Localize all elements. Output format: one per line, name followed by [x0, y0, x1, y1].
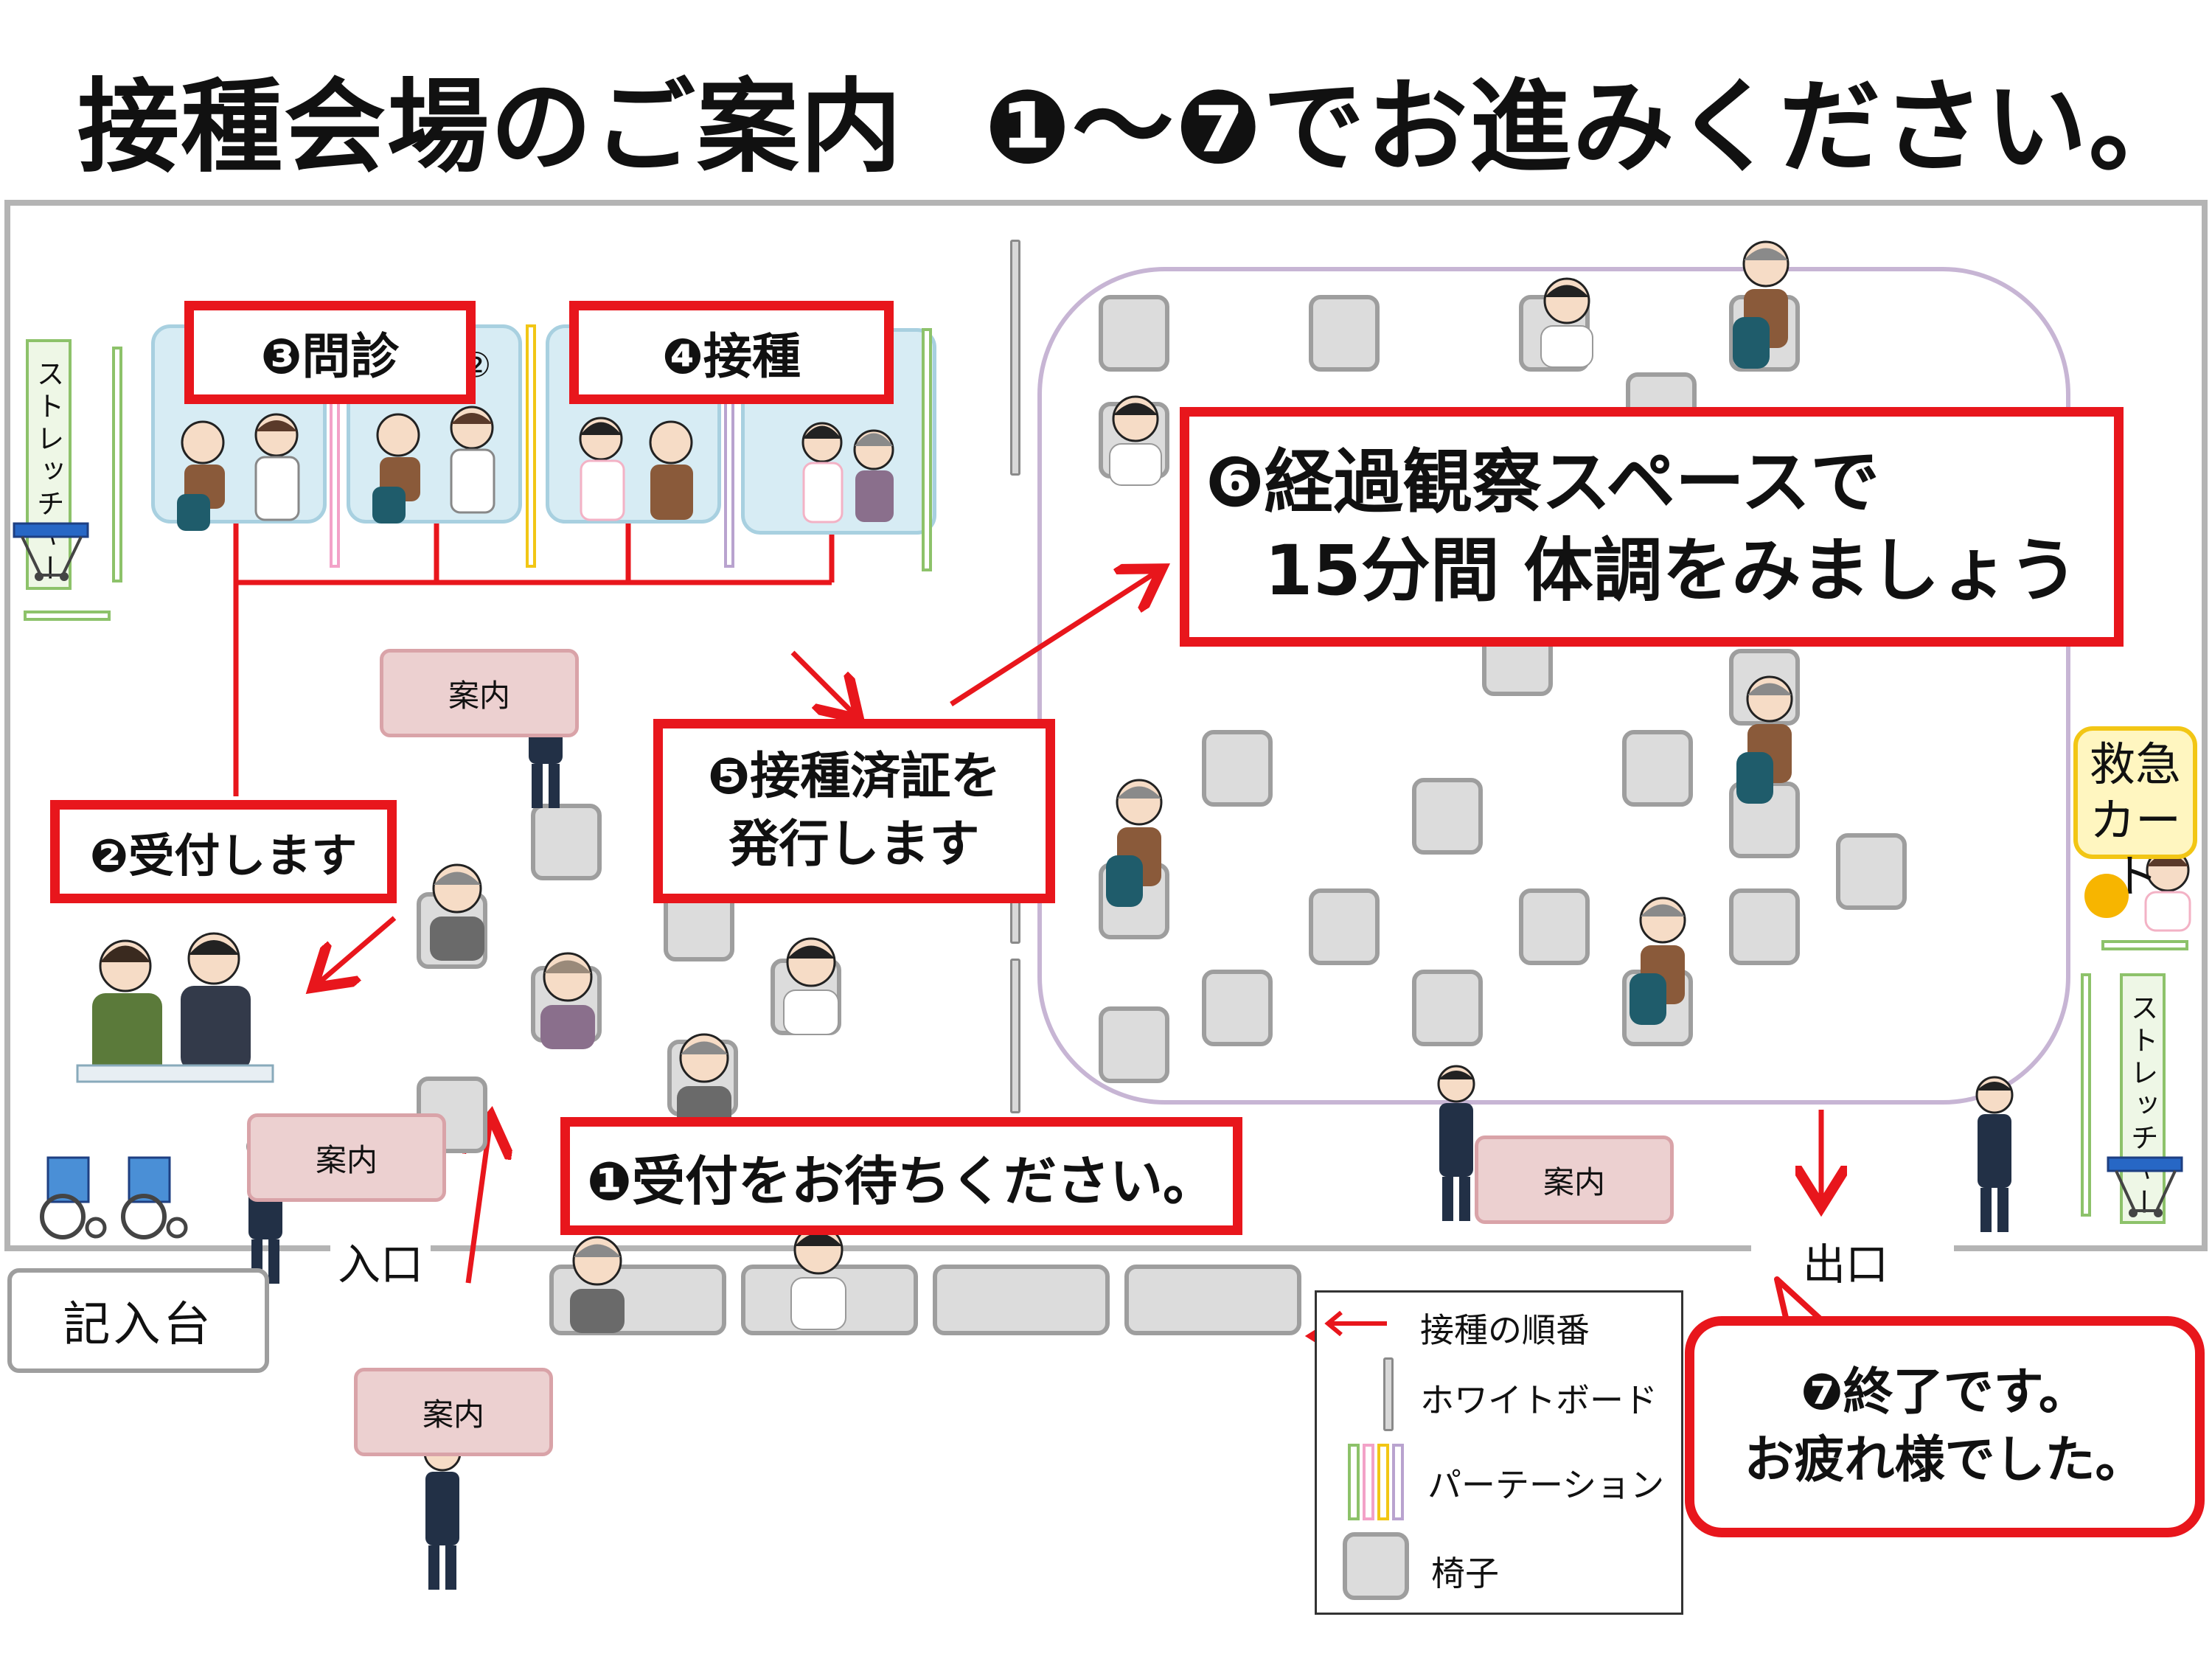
legend-order-label: 接種の順番 [1420, 1310, 1590, 1350]
step-3-consultation: ❸問診 [184, 301, 476, 404]
step-5-label-line2: 発行します [728, 815, 980, 874]
patient-icon [1109, 395, 1162, 486]
patient-icon [783, 937, 839, 1035]
step-5-label-line1: ❺接種済証を [707, 748, 1001, 806]
partition [2101, 940, 2188, 950]
legend-whiteboard-label: ホワイトボード [1420, 1380, 1658, 1420]
step-4-label: ❹接種 [662, 328, 801, 385]
legend-chair-label: 椅子 [1431, 1554, 1499, 1593]
stretcher-left: ストレッチャー [26, 339, 72, 590]
step-7-finish: ❼終了です。 お疲れ様でした。 [1685, 1316, 2205, 1537]
chair [1412, 778, 1483, 855]
step-3-label: ❸問診 [260, 328, 400, 385]
page-subtitle: ❶～❼でお進みください。 [984, 68, 2192, 187]
emergency-cart: 救急カート [2073, 726, 2197, 903]
exit-label: 出口 [1795, 1230, 1896, 1292]
stretcher-icon [2107, 1156, 2183, 1217]
legend-arrow-icon [1321, 1309, 1391, 1338]
receptionist-icon [76, 932, 274, 1083]
legend-partition-icon [1346, 1444, 1413, 1521]
writing-desk: 記入台 [7, 1268, 269, 1373]
guide-sign: 案内 [1475, 1135, 1674, 1224]
page-title: 接種会場のご案内 [77, 68, 904, 187]
patient-icon [1106, 779, 1163, 907]
whiteboard [1010, 959, 1020, 1113]
patient-icon [790, 1225, 846, 1330]
nurse-icon [2144, 843, 2191, 932]
flow-arrows [317, 571, 1821, 1336]
whiteboard [1010, 240, 1020, 476]
chair [1622, 730, 1693, 807]
step-1-waiting: ❶受付をお待ちください。 [560, 1117, 1242, 1235]
chair [1836, 833, 1907, 910]
patient-icon [1736, 675, 1793, 804]
chair [1099, 295, 1169, 372]
partition [2081, 973, 2091, 1217]
legend: 接種の順番 ホワイトボード パーテーション 椅子 [1315, 1290, 1683, 1615]
stretcher-right: ストレッチャー [2120, 973, 2166, 1224]
step-4-vaccination: ❹接種 [569, 301, 894, 404]
nurse-patient-icon [801, 422, 894, 524]
observation-area [1037, 267, 2070, 1105]
guide-sign: 案内 [354, 1368, 553, 1456]
wheelchair-icon [121, 1156, 188, 1239]
chair [1202, 970, 1273, 1046]
chair [1309, 888, 1380, 965]
chair [1729, 888, 1800, 965]
wheelchair-icon [40, 1156, 107, 1239]
chair [1099, 1006, 1169, 1083]
patient-icon [1733, 240, 1790, 369]
step-6-label-line2: 15分間 体調をみましょう [1265, 530, 2079, 611]
legend-chair-icon [1343, 1532, 1409, 1600]
partition [526, 324, 536, 568]
doctor-patient-icon [177, 413, 300, 531]
patient-icon [430, 863, 484, 961]
doctor-patient-icon [372, 406, 495, 524]
waiting-bench [1124, 1265, 1301, 1335]
chair [1412, 970, 1483, 1046]
writing-desk-label: 記入台 [63, 1298, 214, 1352]
step-6-observation: ❻経過観察スペースで 15分間 体調をみましょう [1180, 407, 2124, 647]
partition [112, 347, 122, 582]
entrance-label: 入口 [330, 1230, 431, 1292]
patient-icon [1630, 897, 1686, 1025]
patient-icon [540, 952, 595, 1049]
chair [1202, 730, 1273, 807]
patient-icon [570, 1236, 625, 1333]
step-1-label: ❶受付をお待ちください。 [587, 1150, 1216, 1212]
waiting-bench [933, 1265, 1110, 1335]
partition [24, 611, 111, 621]
patient-icon [1540, 277, 1593, 368]
staff-person-icon [1437, 1065, 1475, 1221]
step-7-label-line2: お疲れ様でした。 [1744, 1431, 2146, 1489]
step-2-label: ❷受付します [89, 829, 358, 883]
legend-partition-label: パーテーション [1427, 1465, 1665, 1505]
guide-sign: 案内 [380, 649, 579, 737]
emergency-lamp-icon [2084, 874, 2129, 918]
callout-pointer [1774, 1276, 1823, 1328]
chair [1309, 295, 1380, 372]
chair [531, 804, 602, 880]
step-6-label-line1: ❻経過観察スペースで [1206, 442, 1880, 523]
stretcher-icon [13, 522, 89, 581]
patient-icon [677, 1033, 731, 1130]
legend-whiteboard-icon [1383, 1357, 1394, 1431]
partition [922, 328, 932, 571]
guide-sign: 案内 [247, 1113, 446, 1202]
chair [1519, 888, 1590, 965]
staff-person-icon [1975, 1076, 2014, 1232]
nurse-patient-icon [579, 417, 693, 521]
step-7-label-line1: ❼終了です。 [1801, 1363, 2089, 1422]
step-5-certificate: ❺接種済証を 発行します [653, 719, 1055, 903]
step-2-reception: ❷受付します [50, 800, 397, 903]
